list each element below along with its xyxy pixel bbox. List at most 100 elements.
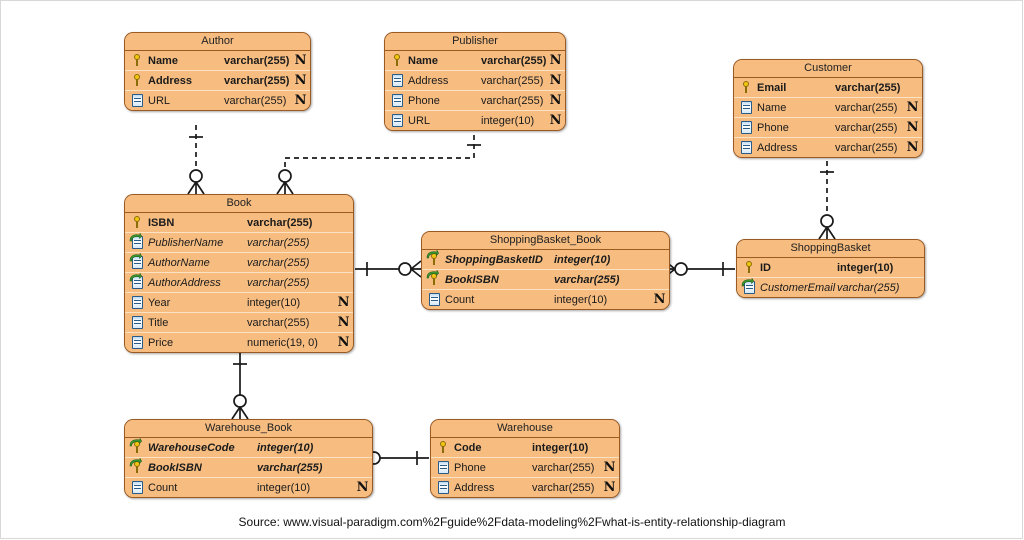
column-name: Count [445, 293, 475, 306]
column-name: Address [454, 481, 495, 494]
column-type: varchar(255) [224, 94, 287, 107]
column-type: varchar(255) [532, 461, 595, 474]
primary-key-icon [740, 258, 760, 277]
entity-title: ShoppingBasket [737, 240, 924, 258]
not-null-marker: N [294, 73, 307, 88]
column-name: ShoppingBasketID [445, 253, 543, 266]
entity-title: Warehouse_Book [125, 420, 372, 438]
column-type: integer(10) [554, 293, 608, 306]
column-row[interactable]: Code integer(10) [431, 438, 619, 458]
column-row[interactable]: Email varchar(255) [734, 78, 922, 98]
column-type: varchar(255) [837, 281, 900, 294]
relationship-book-shoppingbasketbook [355, 260, 422, 278]
not-null-marker: N [294, 53, 307, 68]
column-type: integer(10) [554, 253, 611, 266]
primary-key-icon [128, 213, 148, 232]
relationship-author-book [187, 125, 205, 195]
column-name: Name [757, 101, 787, 114]
foreign-key-column-icon [128, 273, 148, 292]
column-type: varchar(255) [247, 256, 310, 269]
not-null-marker: N [337, 335, 350, 350]
column-name: Email [757, 81, 787, 94]
not-null-marker: N [337, 315, 350, 330]
column-icon [128, 313, 148, 332]
column-type: varchar(255) [257, 461, 323, 474]
column-type: varchar(255) [481, 54, 547, 67]
column-type: varchar(255) [481, 74, 544, 87]
column-type: varchar(255) [835, 81, 901, 94]
relationship-shoppingbasket-shoppingbasketbook [664, 260, 735, 278]
column-name: URL [148, 94, 171, 107]
column-name: Name [408, 54, 438, 67]
column-row[interactable]: Title varchar(255) N [125, 313, 353, 333]
column-icon [737, 118, 757, 137]
not-null-marker: N [906, 120, 919, 135]
not-null-marker: N [549, 73, 562, 88]
column-name: ID [760, 261, 771, 274]
column-type: numeric(19, 0) [247, 336, 318, 349]
foreign-key-column-icon [740, 278, 760, 297]
column-type: varchar(255) [247, 316, 310, 329]
column-name: Address [757, 141, 798, 154]
relationship-publisher-book [276, 135, 481, 195]
not-null-marker: N [549, 113, 562, 128]
column-type: integer(10) [532, 441, 589, 454]
column-type: integer(10) [257, 441, 314, 454]
column-type: varchar(255) [835, 141, 898, 154]
column-name: Code [454, 441, 482, 454]
column-row[interactable]: Address varchar(255) N [431, 478, 619, 497]
column-type: integer(10) [247, 296, 301, 309]
column-name: Title [148, 316, 169, 329]
column-name: AuthorAddress [148, 276, 221, 289]
primary-key-icon [128, 51, 148, 70]
column-row[interactable]: ShoppingBasketID integer(10) [422, 250, 669, 270]
not-null-marker: N [906, 100, 919, 115]
foreign-primary-key-icon [128, 438, 148, 457]
column-type: varchar(255) [554, 273, 620, 286]
not-null-marker: N [337, 295, 350, 310]
not-null-marker: N [603, 480, 616, 495]
column-type: varchar(255) [247, 236, 310, 249]
column-type: integer(10) [481, 114, 535, 127]
column-type: varchar(255) [532, 481, 595, 494]
column-name: ISBN [148, 216, 175, 229]
